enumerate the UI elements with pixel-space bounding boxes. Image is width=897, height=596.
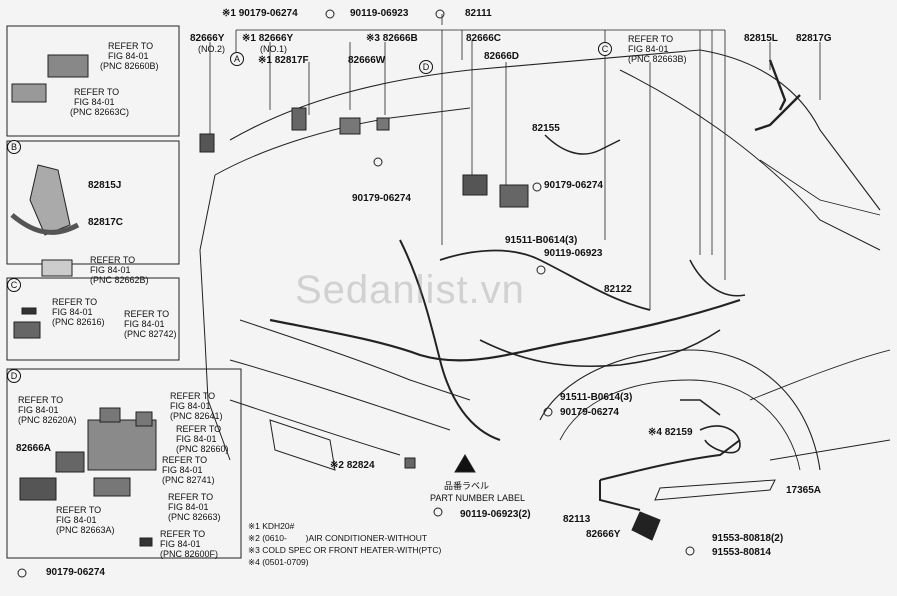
part-82113: 82113 bbox=[563, 514, 591, 525]
inset-d-part-82666a: 82666A bbox=[16, 443, 52, 454]
inset-c-ref-2-line-3: (PNC 82742) bbox=[124, 329, 177, 339]
note-3: ※3 COLD SPEC OR FRONT HEATER-WITH(PTC) bbox=[248, 545, 442, 555]
inset-a-ref-1-line-1: REFER TO bbox=[108, 41, 154, 51]
part-82666y-no1-note: (NO.1) bbox=[260, 44, 287, 54]
top-ref-line-2: FIG 84-01 bbox=[628, 44, 669, 54]
inset-d-ref-82660-l1: REFER TO bbox=[176, 424, 222, 434]
inset-c-ref-2-line-1: REFER TO bbox=[124, 309, 170, 319]
part-91511-b0614-a: 91511-B0614(3) bbox=[505, 235, 578, 246]
note-1: ※1 KDH20# bbox=[248, 521, 295, 531]
inset-d-ref-82660-l2: FIG 84-01 bbox=[176, 434, 217, 444]
inset-d-part-90179-06274: 90179-06274 bbox=[46, 567, 105, 578]
part-82666y-no2: 82666Y bbox=[190, 33, 225, 44]
inset-b-part-82815j: 82815J bbox=[88, 180, 122, 191]
part-90119-06923-bottom: 90119-06923(2) bbox=[460, 509, 531, 520]
inset-d-ref-82663a-l1: REFER TO bbox=[56, 505, 102, 515]
part-82666y-no1: ※1 82666Y bbox=[242, 33, 294, 44]
part-82159: ※4 82159 bbox=[648, 427, 693, 438]
inset-d-frame bbox=[6, 368, 242, 559]
inset-b-frame bbox=[6, 140, 180, 265]
inset-d-ref-82663a-l3: (PNC 82663A) bbox=[56, 525, 115, 535]
callout-c: C bbox=[598, 42, 612, 56]
inset-c-ref-1-line-2: FIG 84-01 bbox=[52, 307, 93, 317]
inset-d-ref-82741-l2: FIG 84-01 bbox=[162, 465, 203, 475]
inset-b-letter: B bbox=[7, 140, 21, 154]
part-82817g: 82817G bbox=[796, 33, 832, 44]
part-82824: ※2 82824 bbox=[330, 460, 375, 471]
part-91511-b0614-b: 91511-B0614(3) bbox=[560, 392, 633, 403]
part-90179-06274-a: 90179-06274 bbox=[352, 193, 411, 204]
inset-d-ref-82620a-l1: REFER TO bbox=[18, 395, 64, 405]
inset-c-letter: C bbox=[7, 278, 21, 292]
part-90179-06274-b: 90179-06274 bbox=[544, 180, 603, 191]
inset-a-ref-2-line-3: (PNC 82663C) bbox=[70, 107, 130, 117]
inset-d-ref-82663a-l2: FIG 84-01 bbox=[56, 515, 97, 525]
inset-d-ref-82663-l2: FIG 84-01 bbox=[168, 502, 209, 512]
top-ref-line-3: (PNC 82663B) bbox=[628, 54, 687, 64]
part-90119-06923-top: 90119-06923 bbox=[350, 8, 409, 19]
inset-d-ref-82641-l2: FIG 84-01 bbox=[170, 401, 211, 411]
inset-d-ref-82741-l1: REFER TO bbox=[162, 455, 208, 465]
part-82122: 82122 bbox=[604, 284, 632, 295]
inset-d-ref-82660-l3: (PNC 82660) bbox=[176, 444, 229, 454]
note-4: ※4 (0501-0709) bbox=[248, 557, 309, 567]
part-82666y-no2-note: (NO.2) bbox=[198, 44, 225, 54]
part-82817f: ※1 82817F bbox=[258, 55, 309, 66]
inset-c-ref-2-line-2: FIG 84-01 bbox=[124, 319, 165, 329]
watermark: Sedanlist.vn bbox=[295, 268, 525, 312]
part-90119-06923-mid: 90119-06923 bbox=[544, 248, 603, 259]
part-82666c: 82666C bbox=[466, 33, 502, 44]
inset-d-ref-82641-l3: (PNC 82641) bbox=[170, 411, 223, 421]
part-82666w: 82666W bbox=[348, 55, 386, 66]
part-17365a: 17365A bbox=[786, 485, 822, 496]
inset-d-ref-82600f-l1: REFER TO bbox=[160, 529, 206, 539]
part-90179-06274-top: ※1 90179-06274 bbox=[222, 8, 298, 19]
part-82666y-bottom: 82666Y bbox=[586, 529, 621, 540]
inset-a-ref-1-line-3: (PNC 82660B) bbox=[100, 61, 159, 71]
inset-d-ref-82620a-l3: (PNC 82620A) bbox=[18, 415, 77, 425]
part-82155: 82155 bbox=[532, 123, 560, 134]
inset-b-ref-line-2: FIG 84-01 bbox=[90, 265, 131, 275]
inset-a-ref-1-line-2: FIG 84-01 bbox=[108, 51, 149, 61]
inset-c-frame bbox=[6, 277, 180, 361]
inset-a-ref-2-line-1: REFER TO bbox=[74, 87, 120, 97]
part-number-label: PART NUMBER LABEL bbox=[430, 493, 526, 503]
part-number-label-jp: 品番ラベル bbox=[444, 481, 490, 491]
inset-c-ref-1-line-3: (PNC 82616) bbox=[52, 317, 105, 327]
part-91553-80818: 91553-80818(2) bbox=[712, 533, 784, 544]
part-82666b: ※3 82666B bbox=[366, 33, 418, 44]
top-ref-line-1: REFER TO bbox=[628, 34, 674, 44]
inset-d-ref-82641-l1: REFER TO bbox=[170, 391, 216, 401]
inset-d-ref-82663-l3: (PNC 82663) bbox=[168, 512, 221, 522]
inset-a-ref-2-line-2: FIG 84-01 bbox=[74, 97, 115, 107]
inset-b-ref-line-3: (PNC 82662B) bbox=[90, 275, 149, 285]
inset-d-ref-82741-l3: (PNC 82741) bbox=[162, 475, 215, 485]
part-82815l: 82815L bbox=[744, 33, 778, 44]
inset-c-ref-1-line-1: REFER TO bbox=[52, 297, 98, 307]
inset-d-ref-82663-l1: REFER TO bbox=[168, 492, 214, 502]
inset-b-part-82817c: 82817C bbox=[88, 217, 124, 228]
part-82111: 82111 bbox=[465, 8, 492, 19]
inset-d-ref-82600f-l3: (PNC 82600F) bbox=[160, 549, 219, 559]
inset-d-letter: D bbox=[7, 369, 21, 383]
callout-d: D bbox=[419, 60, 433, 74]
note-2: ※2 (0610- )AIR CONDITIONER-WITHOUT bbox=[248, 533, 428, 543]
part-90179-06274-c: 90179-06274 bbox=[560, 407, 619, 418]
inset-b-ref-line-1: REFER TO bbox=[90, 255, 136, 265]
inset-d-ref-82620a-l2: FIG 84-01 bbox=[18, 405, 59, 415]
callout-a: A bbox=[230, 52, 244, 66]
part-82666d: 82666D bbox=[484, 51, 520, 62]
inset-d-ref-82600f-l2: FIG 84-01 bbox=[160, 539, 201, 549]
inset-a-frame bbox=[6, 25, 180, 137]
part-91553-80814: 91553-80814 bbox=[712, 547, 771, 558]
